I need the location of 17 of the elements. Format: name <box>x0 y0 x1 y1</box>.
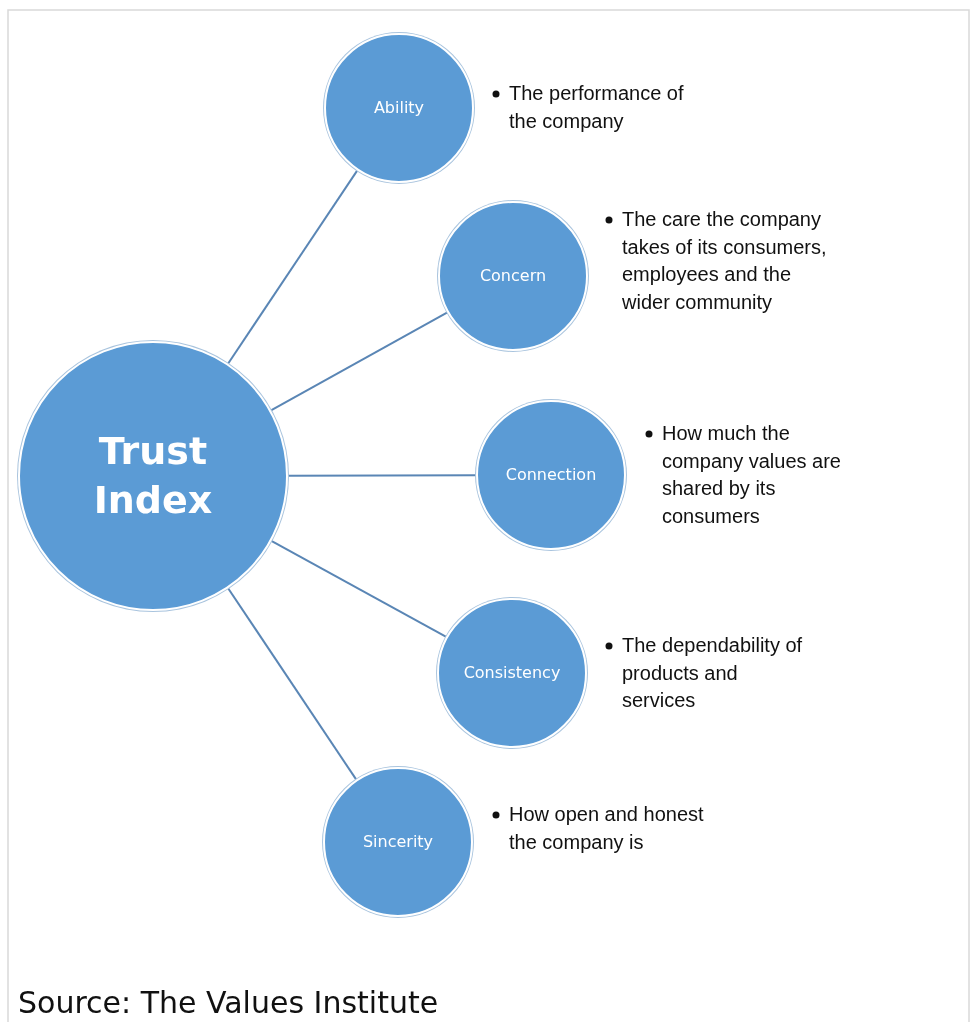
node-label: Connection <box>505 465 597 485</box>
connector-line <box>287 474 477 477</box>
source-caption: Source: The Values Institute <box>18 985 439 1020</box>
bullet-text: The performance of the company <box>509 81 685 134</box>
connector-line <box>270 539 448 638</box>
node-label: Concern <box>479 266 547 286</box>
connector-line <box>270 311 449 412</box>
bullet-text: How much the company values are shared by its consumers <box>662 421 842 529</box>
bullet-text: How open and honest the company is <box>509 802 705 855</box>
node-label: Ability <box>373 98 425 118</box>
node-label: Trust Index <box>92 427 214 524</box>
node-label: Sincerity <box>362 832 434 852</box>
connector-line <box>227 169 359 365</box>
node-label: Consistency <box>463 663 561 683</box>
bullet-text: The dependability of products and services <box>622 633 804 713</box>
bullet-text: The care the company takes of its consumers, employees and the wider community <box>622 207 828 315</box>
connector-line <box>227 587 358 781</box>
